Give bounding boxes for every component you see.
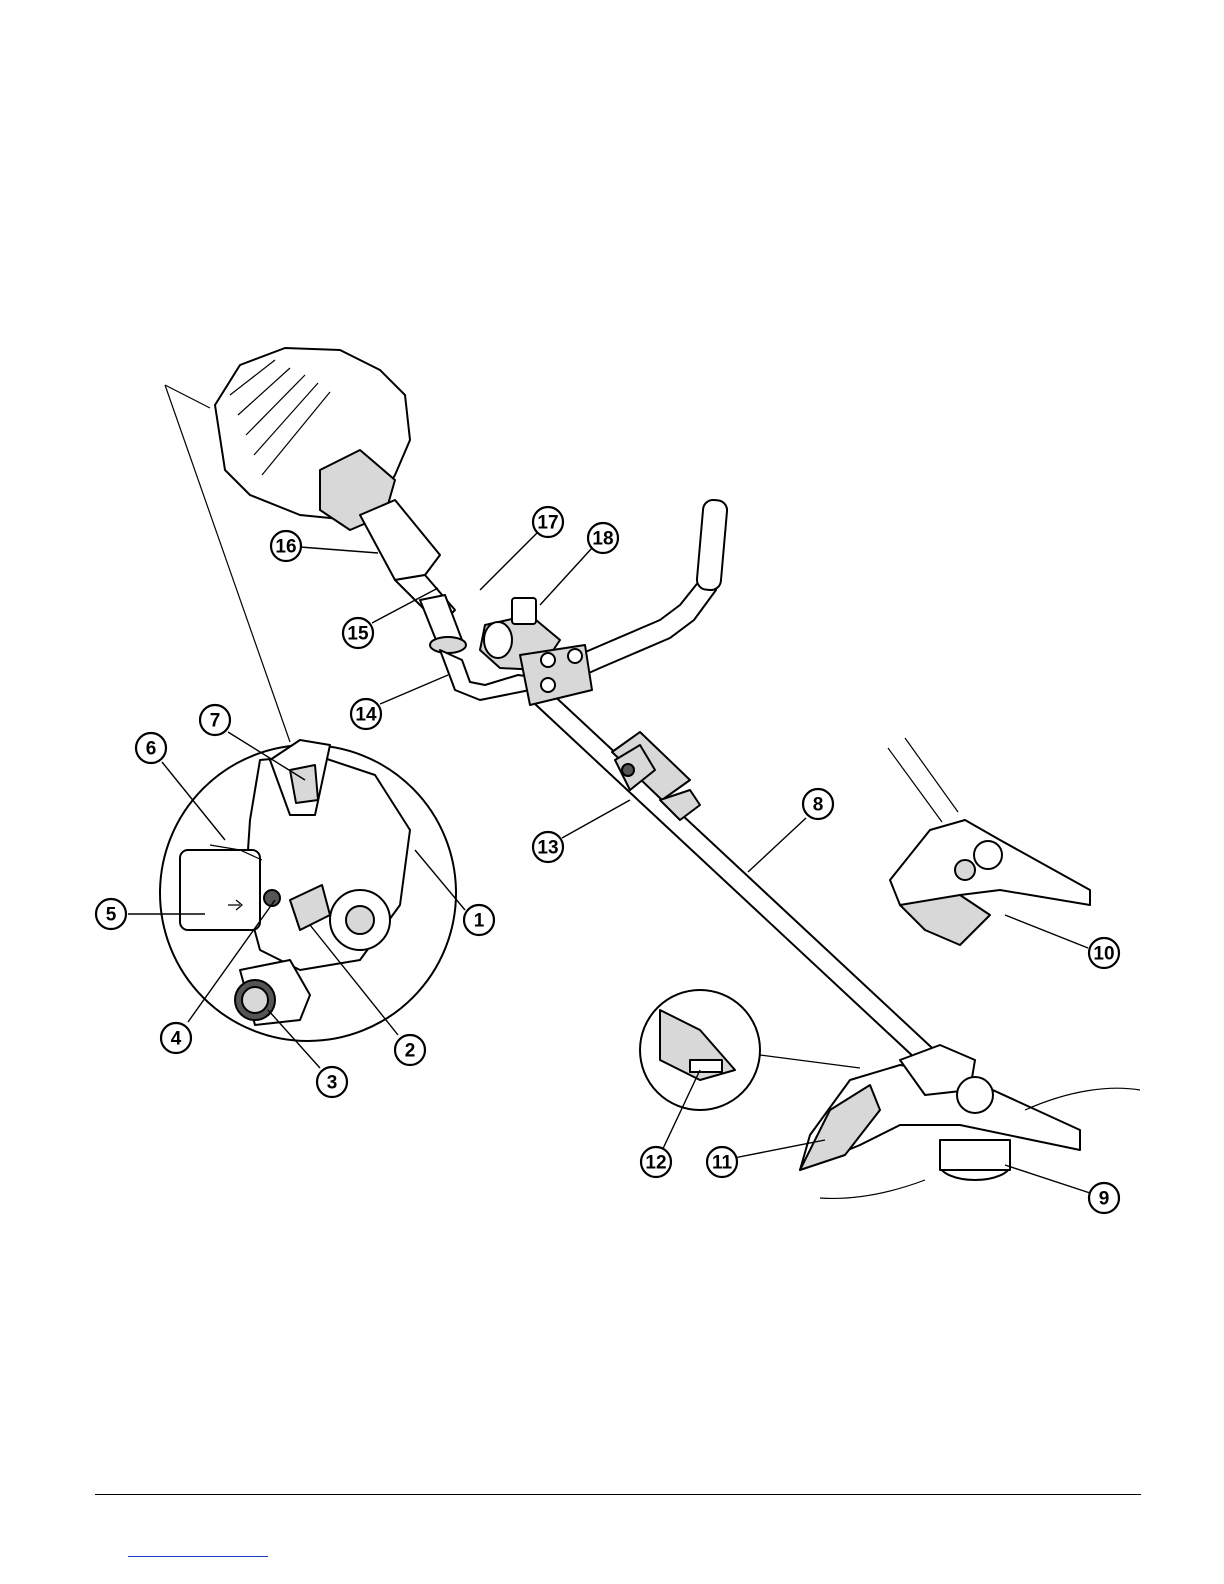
callout-12: 12 [641, 1147, 671, 1177]
svg-text:16: 16 [275, 537, 296, 558]
callout-7: 7 [200, 705, 230, 735]
svg-text:6: 6 [146, 739, 157, 760]
handle-clamp [520, 645, 592, 705]
blade-head-assembly [888, 738, 1090, 945]
callout-4: 4 [161, 1023, 191, 1053]
svg-text:12: 12 [645, 1153, 666, 1174]
callout-8: 8 [803, 789, 833, 819]
svg-text:8: 8 [813, 795, 824, 816]
callout-3: 3 [317, 1067, 347, 1097]
svg-text:14: 14 [355, 705, 377, 726]
svg-text:3: 3 [327, 1073, 338, 1094]
svg-text:11: 11 [712, 1153, 733, 1174]
svg-text:7: 7 [210, 711, 221, 732]
callout-5: 5 [96, 899, 126, 929]
svg-text:5: 5 [106, 905, 117, 926]
callout-17: 17 [533, 507, 563, 537]
trimmer-head-assembly [800, 1045, 1140, 1198]
line-cutter-inset [640, 990, 860, 1110]
callout-6: 6 [136, 733, 166, 763]
svg-text:17: 17 [537, 513, 558, 534]
footer-link-underline[interactable] [128, 1556, 268, 1557]
callout-15: 15 [343, 618, 373, 648]
joint-tube [420, 595, 466, 653]
callout-14: 14 [351, 699, 381, 729]
callout-2: 2 [395, 1035, 425, 1065]
callout-16: 16 [271, 531, 301, 561]
svg-text:4: 4 [171, 1029, 182, 1050]
svg-text:9: 9 [1099, 1189, 1110, 1210]
footer-rule [95, 1494, 1141, 1495]
callout-13: 13 [533, 832, 563, 862]
engine-unit [215, 348, 455, 625]
callout-1: 1 [464, 905, 494, 935]
svg-text:13: 13 [537, 838, 558, 859]
svg-text:10: 10 [1093, 944, 1114, 965]
callout-11: 11 [707, 1147, 737, 1177]
svg-text:18: 18 [592, 529, 613, 550]
svg-text:15: 15 [347, 624, 369, 645]
svg-text:2: 2 [405, 1041, 416, 1062]
svg-text:1: 1 [474, 911, 485, 932]
callout-18: 18 [588, 523, 618, 553]
callout-9: 9 [1089, 1183, 1119, 1213]
callout-10: 10 [1089, 938, 1119, 968]
